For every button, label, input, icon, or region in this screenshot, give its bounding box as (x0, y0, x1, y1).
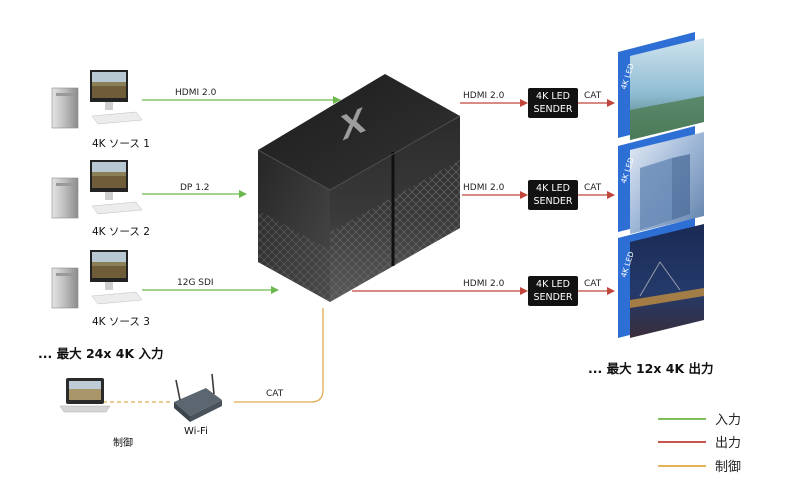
router-icon (174, 388, 222, 416)
output-cat-label-3: CAT (584, 279, 602, 289)
wifi-label: Wi-Fi (184, 426, 208, 437)
laptop-label: 制御 (113, 438, 133, 449)
device-top (258, 74, 460, 190)
keyboard-icon (91, 291, 143, 305)
legend-label-input: 入力 (715, 413, 742, 428)
keyboard-icon (91, 111, 143, 125)
source-label-2: 4K ソース 2 (92, 226, 150, 238)
input-connection-label-3: 12G SDI (177, 278, 214, 288)
inputs-caption: ... 最大 24x 4K 入力 (38, 346, 164, 361)
output-cat-label-2: CAT (584, 183, 602, 193)
keyboard-icon (91, 201, 143, 215)
control-laptop (59, 378, 111, 413)
legend-label-control: 制御 (715, 460, 742, 475)
source-computer-3 (51, 250, 143, 309)
sender-line1: 4K LED (536, 183, 570, 194)
sender-line2: SENDER (533, 104, 573, 115)
led-sender-2: 4K LED SENDER (528, 180, 578, 210)
sender-line2: SENDER (533, 292, 573, 303)
input-connection-label-2: DP 1.2 (180, 183, 210, 193)
legend-line-output (658, 441, 706, 443)
led-panel-image (630, 224, 704, 338)
output-cat-label-1: CAT (584, 91, 602, 101)
wifi-router (174, 373, 222, 422)
control-cat-label: CAT (266, 389, 284, 399)
led-sender-3: 4K LED SENDER (528, 276, 578, 306)
led-panel-1 (618, 32, 704, 140)
source-label-3: 4K ソース 3 (92, 316, 150, 328)
source-computer-1 (51, 70, 143, 129)
antenna-icon (175, 379, 181, 401)
legend-line-control (658, 465, 706, 467)
sender-line2: SENDER (533, 196, 573, 207)
antenna-icon (211, 373, 215, 395)
sender-line1: 4K LED (536, 279, 570, 290)
input-connection-label-1: HDMI 2.0 (175, 88, 217, 98)
led-panel-3 (618, 218, 704, 338)
source-label-1: 4K ソース 1 (92, 138, 150, 150)
led-panel-2 (618, 126, 704, 234)
outputs-caption: ... 最大 12x 4K 出力 (588, 361, 714, 376)
output-connection-label-1: HDMI 2.0 (463, 91, 505, 101)
legend-label-output: 出力 (715, 436, 742, 451)
video-processor-device (257, 74, 461, 302)
legend-line-input (658, 418, 706, 420)
source-computer-2 (51, 160, 143, 219)
sender-line1: 4K LED (536, 91, 570, 102)
output-connection-label-2: HDMI 2.0 (463, 183, 505, 193)
control-cat-line (234, 308, 324, 403)
output-connection-label-3: HDMI 2.0 (463, 279, 505, 289)
led-sender-1: 4K LED SENDER (528, 88, 578, 118)
